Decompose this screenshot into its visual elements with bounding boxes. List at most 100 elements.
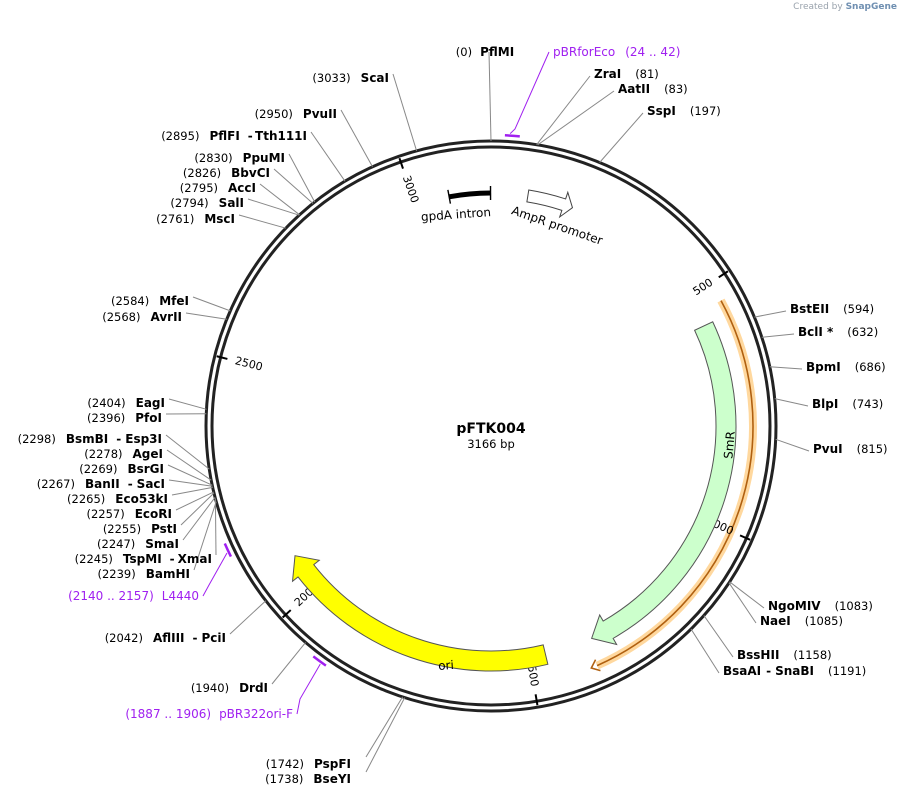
enzyme-leader <box>165 434 210 470</box>
smr-orf-line <box>596 300 754 667</box>
enzyme-label-zrai: ZraI(81) <box>594 67 659 81</box>
enzyme-label-ecori: (2257)EcoRI <box>86 507 172 521</box>
enzyme-label-naei: NaeI(1085) <box>760 614 843 628</box>
enzyme-leader <box>166 449 212 481</box>
enzyme-leader <box>728 582 757 624</box>
plasmid-length: 3166 bp <box>467 437 515 451</box>
enzyme-leader <box>271 642 306 685</box>
enzyme-label-sspi: SspI(197) <box>647 104 721 118</box>
enzyme-leader <box>599 112 644 163</box>
enzyme-label-mfei: (2584)MfeI <box>111 294 189 308</box>
tick-mark <box>534 694 539 706</box>
enzyme-label-msci: (2761)MscI <box>156 212 235 226</box>
tick-label: 3000 <box>400 174 421 205</box>
feature-label-smr: SmR <box>721 431 737 460</box>
enzyme-leader <box>273 168 314 204</box>
primer-label-l4440: (2140 .. 2157)L4440 <box>68 589 199 603</box>
enzyme-label-ppumi: (2830)PpuMI <box>194 151 285 165</box>
enzyme-label-agei: (2278)AgeI <box>84 447 163 461</box>
enzyme-label-pflfi: (2895)PflFI-Tth111I <box>161 129 307 143</box>
feature-gpda-intron <box>448 190 491 200</box>
primer-label-pbrforeco: pBRforEco(24 .. 42) <box>553 45 680 59</box>
enzyme-label-bseyi: (1738)BseYI <box>265 772 351 786</box>
enzyme-label-blpi: BlpI(743) <box>812 397 883 411</box>
enzyme-label-aatii: AatII(83) <box>618 82 688 96</box>
enzyme-leader <box>214 498 217 556</box>
feature-label-gpda-intron: gpdA intron <box>420 205 491 224</box>
smr-orf-arrowhead <box>590 659 601 672</box>
enzyme-label-drdi: (1940)DrdI <box>191 681 268 695</box>
enzyme-label-eagi: (2404)EagI <box>87 396 165 410</box>
tick-mark <box>739 534 751 541</box>
enzyme-leader <box>536 75 591 146</box>
primer-arrow <box>504 134 520 138</box>
enzyme-leader <box>175 491 214 511</box>
enzyme-label-pspfi: (1742)PspFI <box>266 757 351 771</box>
enzyme-leader <box>761 333 795 338</box>
enzyme-label-acci: (2795)AccI <box>180 181 256 195</box>
enzyme-leader <box>168 398 207 410</box>
enzyme-leader <box>182 496 216 541</box>
enzyme-label-pvuii: (2950)PvuII <box>255 107 337 121</box>
enzyme-label-bsaai: BsaAI-SnaBI(1191) <box>723 664 866 678</box>
primer-layer: pBRforEco(24 .. 42) (2140 .. 2157)L4440 (1… <box>68 45 680 721</box>
tick-mark <box>216 355 228 360</box>
feature-smr <box>590 321 737 646</box>
enzyme-label-bsshii: BssHII(1158) <box>737 648 832 662</box>
enzyme-leader <box>340 109 373 168</box>
enzyme-leader <box>247 198 300 216</box>
enzyme-leader <box>185 312 227 320</box>
enzyme-label-bamhi: (2239)BamHI <box>97 567 190 581</box>
primer-leader <box>509 51 550 134</box>
enzyme-leader <box>288 153 316 203</box>
orf-layer <box>590 298 757 672</box>
enzyme-label-bsteii: BstEII(594) <box>790 302 874 316</box>
feature-end-cap <box>447 189 452 204</box>
enzyme-label-bcli: BclI *(632) <box>798 325 878 339</box>
watermark-brand: SnapGene <box>845 2 897 12</box>
enzyme-label-smai: (2247)SmaI <box>97 537 179 551</box>
tick-mark <box>281 609 292 619</box>
primer-arrow <box>223 543 233 558</box>
enzyme-leader <box>703 615 734 658</box>
feature-label-ampr-promoter: AmpR promoter <box>510 203 605 247</box>
tick-mark <box>718 270 729 279</box>
enzyme-label-afliii: (2042)AflIII-PciI <box>105 631 226 645</box>
tick-label: 2500 <box>234 354 264 374</box>
enzyme-label-scai: (3033)ScaI <box>312 71 389 85</box>
enzyme-leader <box>488 51 492 142</box>
enzyme-label-bsmbi: (2298)BsmBI-Esp3I <box>18 432 162 446</box>
enzyme-label-banii: (2267)BanII-SacI <box>37 477 165 491</box>
feature-ampr-promoter <box>526 189 574 219</box>
enzyme-leader <box>365 697 406 773</box>
enzyme-leader <box>193 501 217 571</box>
enzyme-leader <box>168 479 213 487</box>
enzyme-leader <box>229 600 267 635</box>
enzyme-leader <box>775 438 810 452</box>
enzyme-layer: (0)PflMI ZraI(81)AatII(83) SspI(197) BstEII… <box>18 45 888 786</box>
enzyme-label-sali: (2794)SalI <box>170 196 244 210</box>
tick-mark <box>398 157 404 169</box>
enzyme-label-ngomiv: NgoMIV(1083) <box>768 599 873 613</box>
enzyme-label-pfoi: (2396)PfoI <box>87 411 162 425</box>
enzyme-leader <box>769 366 803 370</box>
enzyme-leader <box>192 296 231 312</box>
enzyme-label-psti: (2255)PstI <box>103 522 177 536</box>
enzyme-leader <box>259 183 300 216</box>
feature-label-ori: ori <box>438 658 455 673</box>
watermark-prefix: Created by <box>793 2 843 12</box>
tick-label: 500 <box>691 276 716 298</box>
enzyme-leader <box>238 214 286 229</box>
enzyme-label-bsrgi: (2269)BsrGI <box>79 462 164 476</box>
enzyme-leader <box>537 90 615 146</box>
primer-arrow <box>312 655 327 667</box>
primer-leader <box>202 552 228 597</box>
enzyme-label-bpmi: BpmI(686) <box>806 360 886 374</box>
enzyme-label-tspmi: (2245)TspMI-XmaI <box>75 552 212 566</box>
enzyme-leader <box>754 310 787 318</box>
enzyme-leader <box>167 464 213 486</box>
enzyme-label-pflmi: (0)PflMI <box>456 45 514 59</box>
enzyme-label-eco53ki: (2265)Eco53kI <box>67 492 168 506</box>
enzyme-label-pvui: PvuI(815) <box>813 442 888 456</box>
